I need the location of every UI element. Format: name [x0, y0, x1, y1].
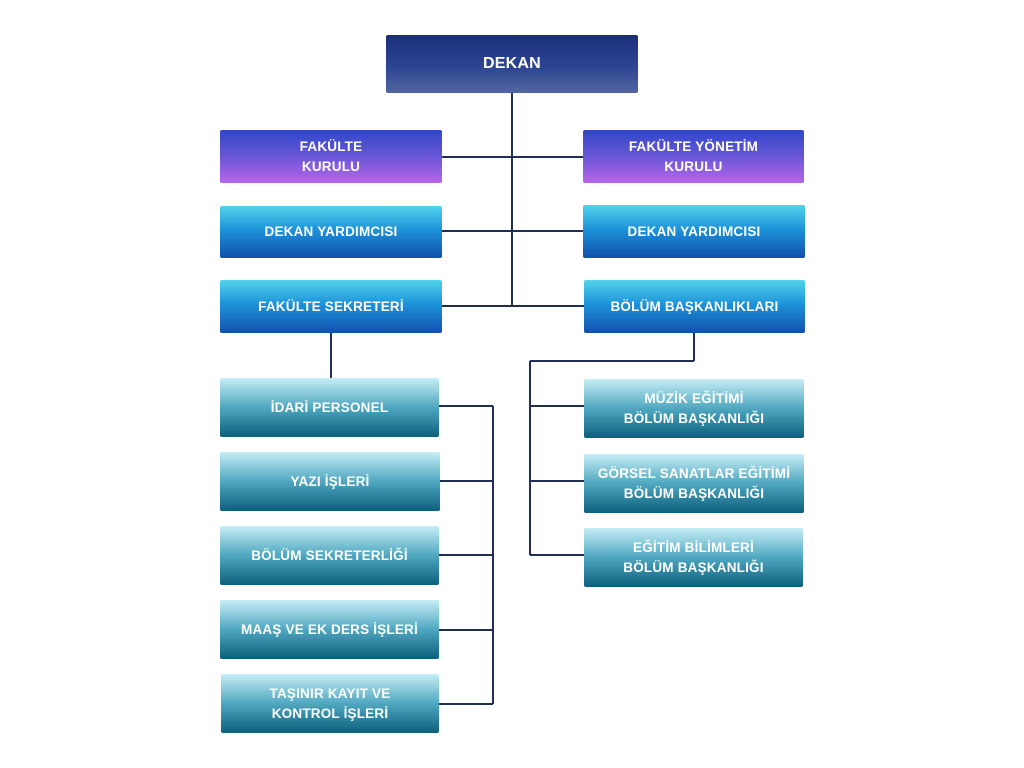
faculty-board-label-line1: FAKÜLTE — [299, 138, 363, 154]
faculty-management-board-label-line1: FAKÜLTE YÖNETİM — [628, 138, 759, 154]
visual-arts-education-box: GÖRSEL SANATLAR EĞİTİMİ BÖLÜM BAŞKANLIĞI — [584, 454, 804, 513]
deputy-dean-box-left: DEKAN YARDIMCISI — [220, 206, 442, 258]
faculty-secretary-box: FAKÜLTE SEKRETERİ — [220, 280, 442, 333]
inventory-control-label-line1: TAŞINIR KAYIT VE — [269, 685, 391, 701]
dekan-box: DEKAN — [386, 35, 638, 93]
faculty-board-box: FAKÜLTE KURULU — [220, 130, 442, 183]
inventory-control-box: TAŞINIR KAYIT VE KONTROL İŞLERİ — [221, 674, 439, 733]
department-heads-box: BÖLÜM BAŞKANLIKLARI — [584, 280, 805, 333]
visual-arts-education-label-line1: GÖRSEL SANATLAR EĞİTİMİ — [597, 465, 791, 481]
educational-sciences-label-line2: BÖLÜM BAŞKANLIĞI — [623, 559, 764, 575]
educational-sciences-label-line1: EĞİTİM BİLİMLERİ — [633, 539, 754, 555]
administrative-staff-label: İDARİ PERSONEL — [270, 399, 389, 415]
deputy-dean-label-right: DEKAN YARDIMCISI — [627, 223, 761, 239]
music-education-label-line1: MÜZİK EĞİTİMİ — [644, 390, 744, 406]
correspondence-box: YAZI İŞLERİ — [220, 452, 440, 511]
department-secretariat-label: BÖLÜM SEKRETERLİĞİ — [251, 547, 408, 563]
deputy-dean-label-left: DEKAN YARDIMCISI — [264, 224, 398, 239]
visual-arts-education-label-line2: BÖLÜM BAŞKANLIĞI — [623, 485, 765, 501]
deputy-dean-box-right: DEKAN YARDIMCISI — [583, 205, 805, 258]
faculty-management-board-box: FAKÜLTE YÖNETİM KURULU — [583, 130, 804, 183]
faculty-secretary-label: FAKÜLTE SEKRETERİ — [258, 298, 404, 314]
faculty-management-board-label-line2: KURULU — [664, 158, 723, 174]
music-education-label-line2: BÖLÜM BAŞKANLIĞI — [623, 410, 765, 426]
educational-sciences-box: EĞİTİM BİLİMLERİ BÖLÜM BAŞKANLIĞI — [584, 528, 803, 587]
salary-extra-lessons-box: MAAŞ VE EK DERS İŞLERİ — [220, 600, 439, 659]
dekan-label: DEKAN — [483, 55, 541, 72]
correspondence-label: YAZI İŞLERİ — [290, 473, 370, 489]
department-secretariat-box: BÖLÜM SEKRETERLİĞİ — [220, 526, 439, 585]
music-education-box: MÜZİK EĞİTİMİ BÖLÜM BAŞKANLIĞI — [584, 379, 804, 438]
salary-extra-lessons-label: MAAŞ VE EK DERS İŞLERİ — [241, 621, 418, 637]
department-heads-label: BÖLÜM BAŞKANLIKLARI — [610, 298, 779, 314]
administrative-staff-box: İDARİ PERSONEL — [220, 378, 439, 437]
faculty-board-label-line2: KURULU — [301, 158, 361, 174]
inventory-control-label-line2: KONTROL İŞLERİ — [271, 705, 389, 721]
